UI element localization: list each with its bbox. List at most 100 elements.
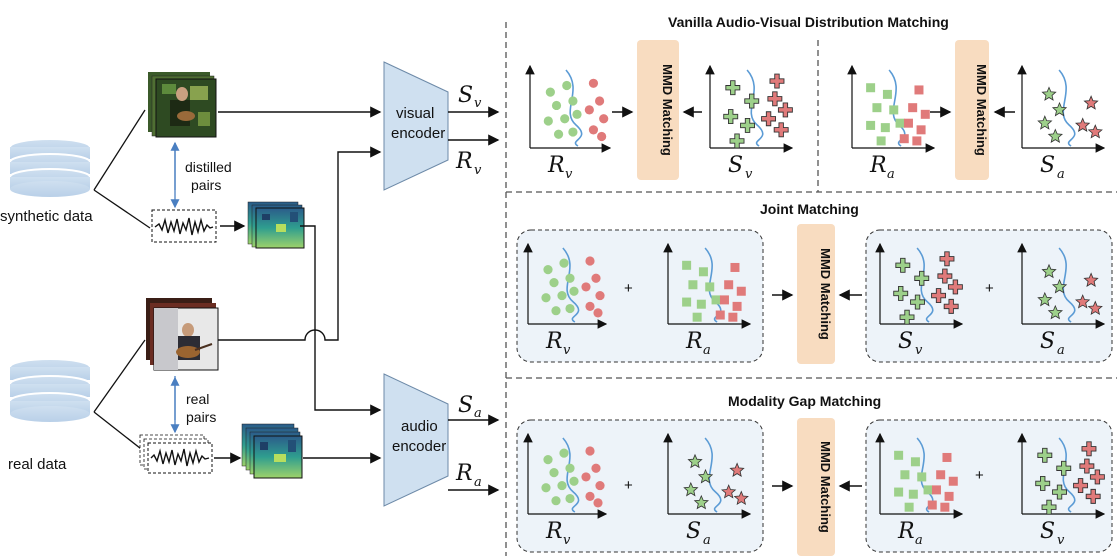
plot-marker <box>728 312 738 322</box>
plot-marker <box>683 481 699 497</box>
plot-marker <box>914 270 930 286</box>
svg-text:R: R <box>545 519 563 544</box>
gap-plus-right: + <box>975 467 984 484</box>
encoder-output-arrows <box>448 106 500 496</box>
plot-marker <box>581 282 591 292</box>
plot-marker <box>948 476 958 486</box>
plot-marker <box>551 496 561 506</box>
real-pairs-label-2: pairs <box>186 409 216 425</box>
plot-marker <box>1085 488 1101 504</box>
joint-right-panel <box>865 229 1113 363</box>
plot-marker <box>920 109 930 119</box>
plot-marker <box>698 267 708 277</box>
plot-marker <box>693 494 710 510</box>
svg-text:R: R <box>455 461 473 486</box>
plot-marker <box>931 485 941 495</box>
synthetic-spectrogram-icon <box>247 201 305 249</box>
plot-marker <box>549 277 559 288</box>
plot-marker <box>559 448 569 458</box>
svg-text:a: a <box>1057 343 1065 358</box>
plot-marker <box>914 85 924 95</box>
decision-boundary-curve <box>746 69 764 147</box>
svg-text:v: v <box>565 167 573 182</box>
svg-text:R: R <box>897 519 915 544</box>
plot-marker <box>1041 86 1057 101</box>
plot-marker <box>899 134 909 144</box>
svg-text:v: v <box>915 343 923 358</box>
plot-marker <box>557 290 567 301</box>
plot-marker <box>1083 95 1099 110</box>
plot-marker <box>724 280 734 290</box>
real-image-thumbnail <box>146 298 219 371</box>
plot-marker <box>585 256 595 266</box>
plot-marker <box>1037 115 1053 130</box>
svg-text:S: S <box>1040 329 1055 354</box>
plot-marker <box>541 483 551 493</box>
svg-text:v: v <box>474 96 482 111</box>
real-pairs-label-1: real <box>186 391 209 407</box>
vanilla-mmd-box-1: MMD Matching <box>637 40 679 180</box>
svg-text:v: v <box>563 343 571 358</box>
svg-text:a: a <box>887 167 895 182</box>
plot-marker <box>1047 304 1064 320</box>
gap-section-title: Modality Gap Matching <box>728 393 881 409</box>
plot-marker <box>723 109 739 124</box>
plot-marker <box>923 485 933 495</box>
plot-marker <box>568 127 578 137</box>
plot-marker <box>720 484 737 499</box>
plot-marker <box>893 285 909 301</box>
plot-marker <box>740 117 755 133</box>
audio-encoder-label-2: encoder <box>392 438 446 455</box>
plot-marker <box>541 293 551 303</box>
plot-marker <box>910 294 925 310</box>
svg-text:S: S <box>686 519 701 544</box>
plot-marker <box>917 472 927 482</box>
plot-marker <box>944 491 954 501</box>
real-database-icon <box>9 358 91 422</box>
vanilla-section-title: Vanilla Audio-Visual Distribution Matchi… <box>668 14 949 30</box>
plot-marker <box>736 286 746 296</box>
svg-text:R: R <box>685 329 703 354</box>
plot-marker <box>1081 441 1097 457</box>
plot-marker <box>939 251 955 267</box>
decision-boundary-curve <box>562 247 580 323</box>
plot-marker <box>682 260 692 270</box>
plot-marker <box>1056 460 1072 476</box>
section-separators <box>505 22 1117 556</box>
audio-encoder-label-1: audio <box>401 418 438 435</box>
plot-marker <box>595 480 605 491</box>
plot-marker <box>729 462 745 477</box>
svg-text:v: v <box>474 163 482 178</box>
decision-boundary-curve <box>1058 437 1076 513</box>
plot-marker <box>730 262 740 272</box>
plot-marker <box>585 491 595 501</box>
plot-marker <box>697 468 714 484</box>
plot-marker <box>1047 128 1063 143</box>
plot-marker <box>543 455 553 465</box>
svg-text:a: a <box>703 343 711 358</box>
plot-marker <box>719 295 729 305</box>
mmd-label: MMD Matching <box>818 248 833 340</box>
plot-marker <box>1051 278 1068 294</box>
plot-marker <box>585 301 595 311</box>
plot-marker <box>562 80 572 91</box>
synthetic-waveform-icon <box>151 209 217 243</box>
plot-marker <box>559 258 569 268</box>
plot-marker <box>1035 475 1051 491</box>
mmd-label: MMD Matching <box>974 64 989 156</box>
plot-marker <box>1037 291 1053 307</box>
plot-marker <box>927 500 937 510</box>
synthetic-data-label: synthetic data <box>0 208 93 225</box>
plot-marker <box>687 453 703 469</box>
svg-text:S: S <box>728 153 743 178</box>
plot-marker <box>866 83 876 93</box>
joint-left-panel <box>516 229 764 363</box>
decision-boundary-curve <box>1058 247 1076 323</box>
